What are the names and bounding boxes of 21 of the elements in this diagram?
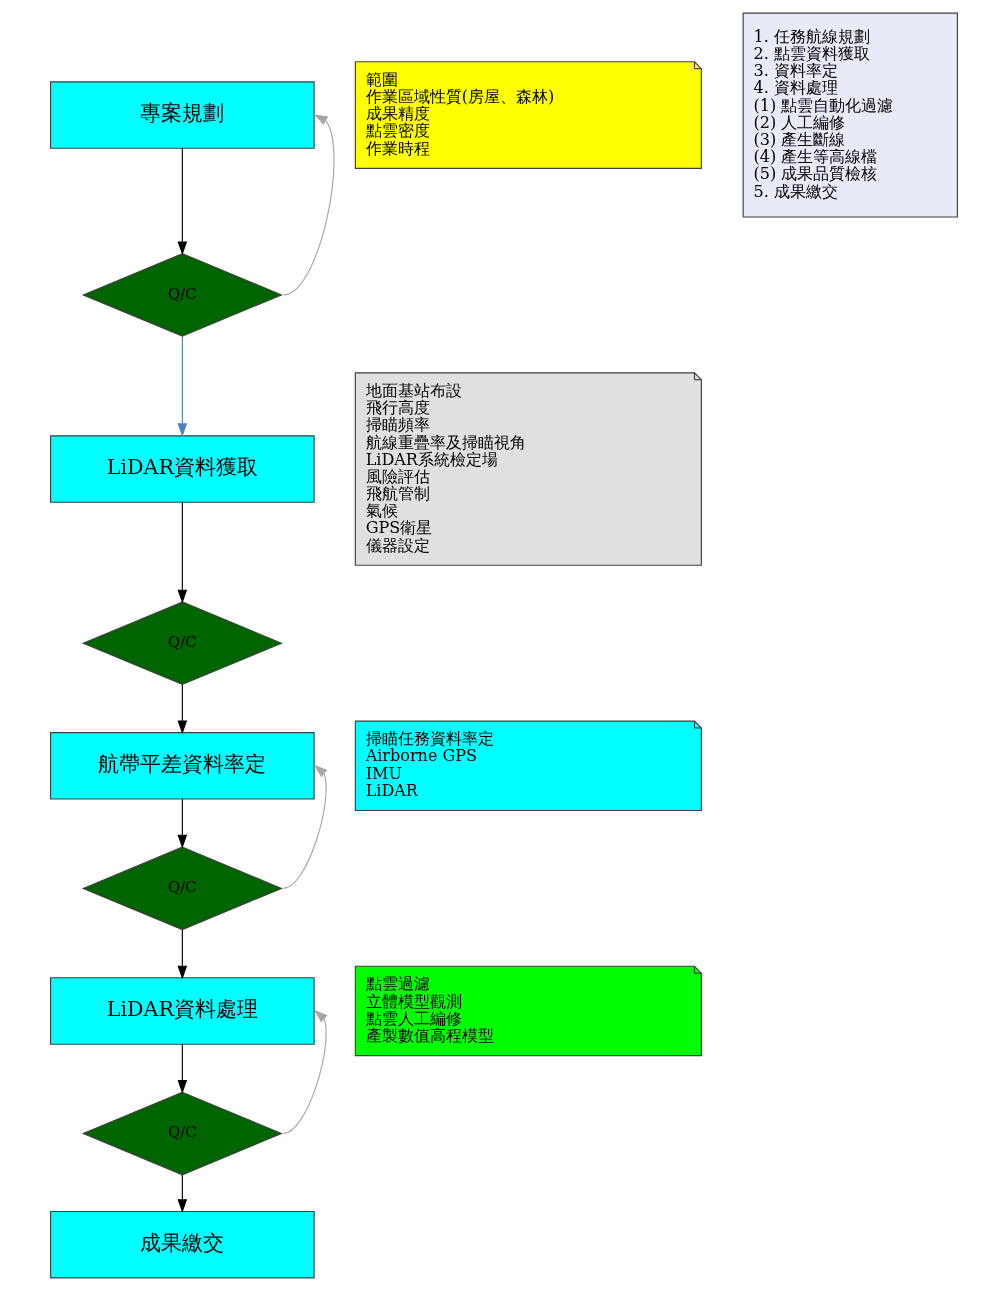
node-box: 專案規劃	[50, 81, 315, 149]
arrow	[177, 798, 188, 849]
node-box: 航帶平差資料率定	[50, 732, 315, 800]
arrow	[177, 335, 188, 438]
node-box: LiDAR資料獲取	[50, 435, 315, 503]
arrow	[177, 1043, 188, 1094]
arrow	[282, 1009, 328, 1135]
arrow	[282, 764, 328, 889]
node-diamond: Q/C	[81, 846, 283, 931]
node-box: 成果繳交	[50, 1210, 315, 1279]
node-diamond: Q/C	[81, 1091, 283, 1176]
node-box: LiDAR資料處理	[50, 977, 315, 1045]
node-box: 1. 任務航線規劃 2. 點雲資料獲取 3. 資料率定 4. 資料處理 (1) 點雲自動化過濾 (2) 人工編修 (3) 產生斷線 (4) 產生等高線檔 (5) 成果品質檢核 5. 成果繳交	[742, 12, 958, 218]
arrow	[177, 684, 188, 735]
arrow	[177, 1174, 188, 1214]
node-diamond: Q/C	[81, 253, 283, 337]
arrow	[177, 501, 188, 604]
arrow	[282, 114, 335, 296]
arrow	[177, 147, 188, 256]
node-diamond: Q/C	[81, 601, 283, 686]
arrow	[177, 929, 188, 980]
